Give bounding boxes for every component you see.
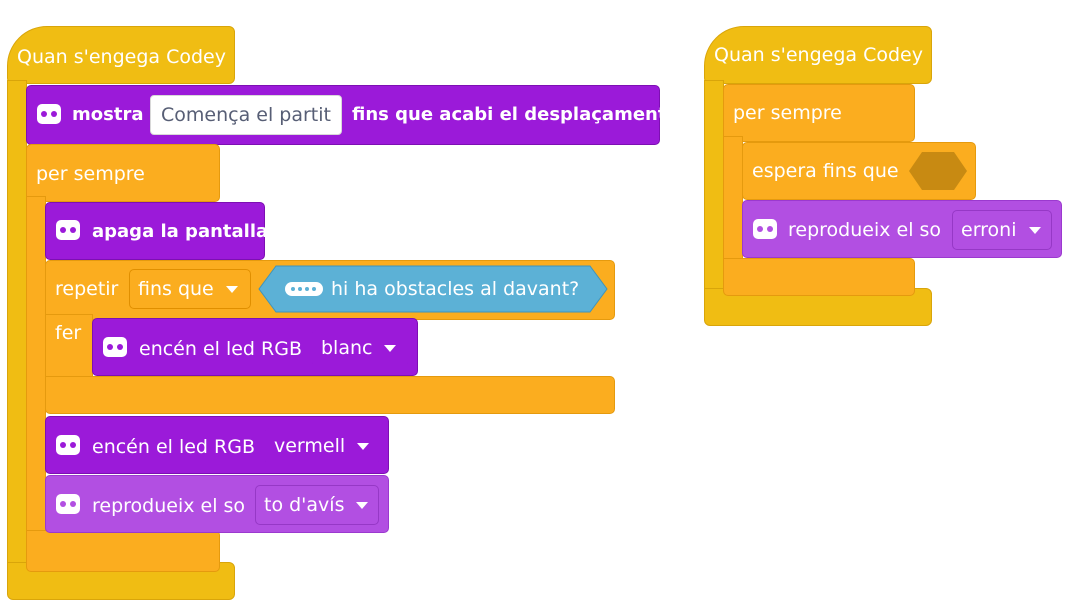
hat-label: Quan s'engega Codey: [17, 46, 226, 68]
forever-block[interactable]: [26, 144, 220, 202]
forever-block-arm-2: [723, 136, 743, 266]
led2-label: encén el led RGB: [92, 436, 255, 458]
clear-screen-label: apaga la pantalla: [92, 221, 269, 242]
sound-value-2: erroni: [961, 219, 1017, 241]
chevron-down-icon: [356, 501, 369, 509]
sound-label: reprodueix el so: [92, 495, 246, 517]
do-label: fer: [55, 322, 82, 344]
codey-robot-icon: [56, 220, 80, 240]
show-label: mostra: [72, 104, 144, 125]
led2-color-value: vermell: [274, 435, 346, 457]
wait-label: espera fins que: [752, 160, 899, 182]
codey-robot-icon: [56, 494, 80, 514]
repeat-mode-value: fins que: [138, 278, 214, 300]
hat-block-body: [7, 80, 27, 585]
sound-label-2: reprodueix el so: [788, 219, 942, 241]
forever-label: per sempre: [36, 163, 145, 185]
chevron-down-icon: [384, 344, 397, 352]
show-text-input[interactable]: Comença el partit: [150, 95, 342, 135]
hat-block-start-codey-2[interactable]: [704, 26, 932, 84]
sensor-label: hi ha obstacles al davant?: [331, 278, 580, 300]
forever-label-2: per sempre: [733, 102, 842, 124]
hat-block-body-2: [704, 80, 724, 310]
clear-screen-block[interactable]: [45, 202, 265, 260]
led1-label: encén el led RGB: [139, 338, 302, 360]
led2-color-dropdown[interactable]: vermell: [265, 428, 379, 464]
show-text-block[interactable]: [26, 85, 660, 145]
obstacle-sensor-block[interactable]: [258, 265, 608, 313]
led1-color-dropdown[interactable]: blanc: [312, 330, 408, 366]
ultrasonic-sensor-icon: [285, 282, 323, 296]
repeat-mode-dropdown[interactable]: fins que: [129, 269, 251, 309]
forever-block-bottom: [26, 530, 220, 572]
hat-block-start-codey[interactable]: [7, 26, 235, 84]
show-suffix-label: fins que acabi el desplaçament: [352, 104, 667, 125]
chevron-down-icon: [1028, 226, 1041, 234]
chevron-down-icon: [225, 285, 238, 293]
hat-label-2: Quan s'engega Codey: [714, 44, 923, 66]
codey-robot-icon: [753, 219, 777, 239]
sound-dropdown[interactable]: to d'avís: [255, 485, 379, 525]
codey-robot-icon: [37, 104, 61, 124]
forever-block-arm: [26, 196, 46, 536]
repeat-label: repetir: [55, 278, 119, 300]
led1-color-value: blanc: [321, 337, 373, 359]
repeat-block-bottom: [45, 376, 615, 414]
codey-robot-icon: [56, 435, 80, 455]
codey-robot-icon: [103, 337, 127, 357]
forever-block-2[interactable]: [723, 84, 915, 142]
sound-dropdown-2[interactable]: erroni: [952, 210, 1052, 250]
forever-block-bottom-2: [723, 258, 915, 296]
repeat-block-arm: [45, 314, 93, 384]
sound-value: to d'avís: [264, 494, 345, 516]
chevron-down-icon: [357, 442, 370, 450]
empty-boolean-slot[interactable]: [908, 151, 968, 191]
